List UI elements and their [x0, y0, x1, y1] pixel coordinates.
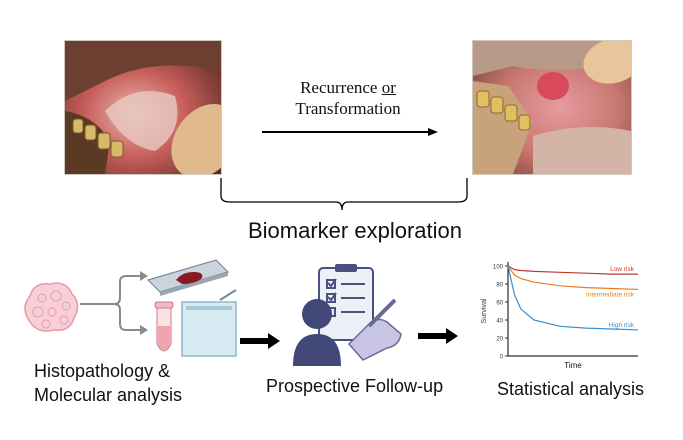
- chart-y-tick-label: 0: [500, 355, 504, 361]
- chart-y-axis-label: Survival: [481, 298, 488, 323]
- transition-label-line1: Recurrence or: [263, 78, 433, 98]
- branch-connector: [80, 271, 148, 335]
- chart-y-tick-label: 20: [496, 337, 503, 343]
- chart-series-label: Low risk: [610, 266, 635, 273]
- chart-y-tick-label: 40: [496, 319, 503, 325]
- recurrence-text: Recurrence: [300, 78, 382, 97]
- flow-arrow-1: [240, 333, 280, 349]
- histopathology-label-line1: Histopathology &: [34, 361, 171, 381]
- lesion-photo-followup: [472, 40, 632, 175]
- tissue-sample-icon: [24, 282, 79, 332]
- chart-y-tick-label: 80: [496, 283, 503, 289]
- chart-series-label: Intermediate risk: [586, 291, 635, 298]
- histopathology-label-line2: Molecular analysis: [34, 385, 183, 405]
- transition-label-line2: Transformation: [295, 99, 401, 118]
- flow-arrow-2: [418, 328, 458, 344]
- statistical-analysis-label: Statistical analysis: [497, 379, 645, 399]
- sample-tube-icon: [154, 301, 174, 352]
- lesion-photo-initial: [64, 40, 222, 175]
- follow-up-label: Prospective Follow-up: [266, 376, 444, 396]
- specimen-bag-icon: [181, 289, 237, 357]
- transition-arrow: [262, 128, 438, 136]
- chart-series-line: [507, 265, 639, 331]
- or-text: or: [381, 78, 396, 97]
- chart-x-axis-label: Time: [564, 361, 582, 370]
- chart-series-label: High risk: [609, 322, 635, 329]
- chart-series-line: [507, 265, 638, 275]
- brace: [220, 178, 468, 211]
- chart-series-line: [507, 265, 639, 290]
- chart-y-tick-label: 60: [496, 301, 503, 307]
- biomarker-label: Biomarker exploration: [248, 218, 462, 243]
- chart-y-tick-label: 100: [493, 265, 504, 271]
- glass-slide-icon: [146, 259, 230, 296]
- follow-up-person-icon: [293, 264, 402, 366]
